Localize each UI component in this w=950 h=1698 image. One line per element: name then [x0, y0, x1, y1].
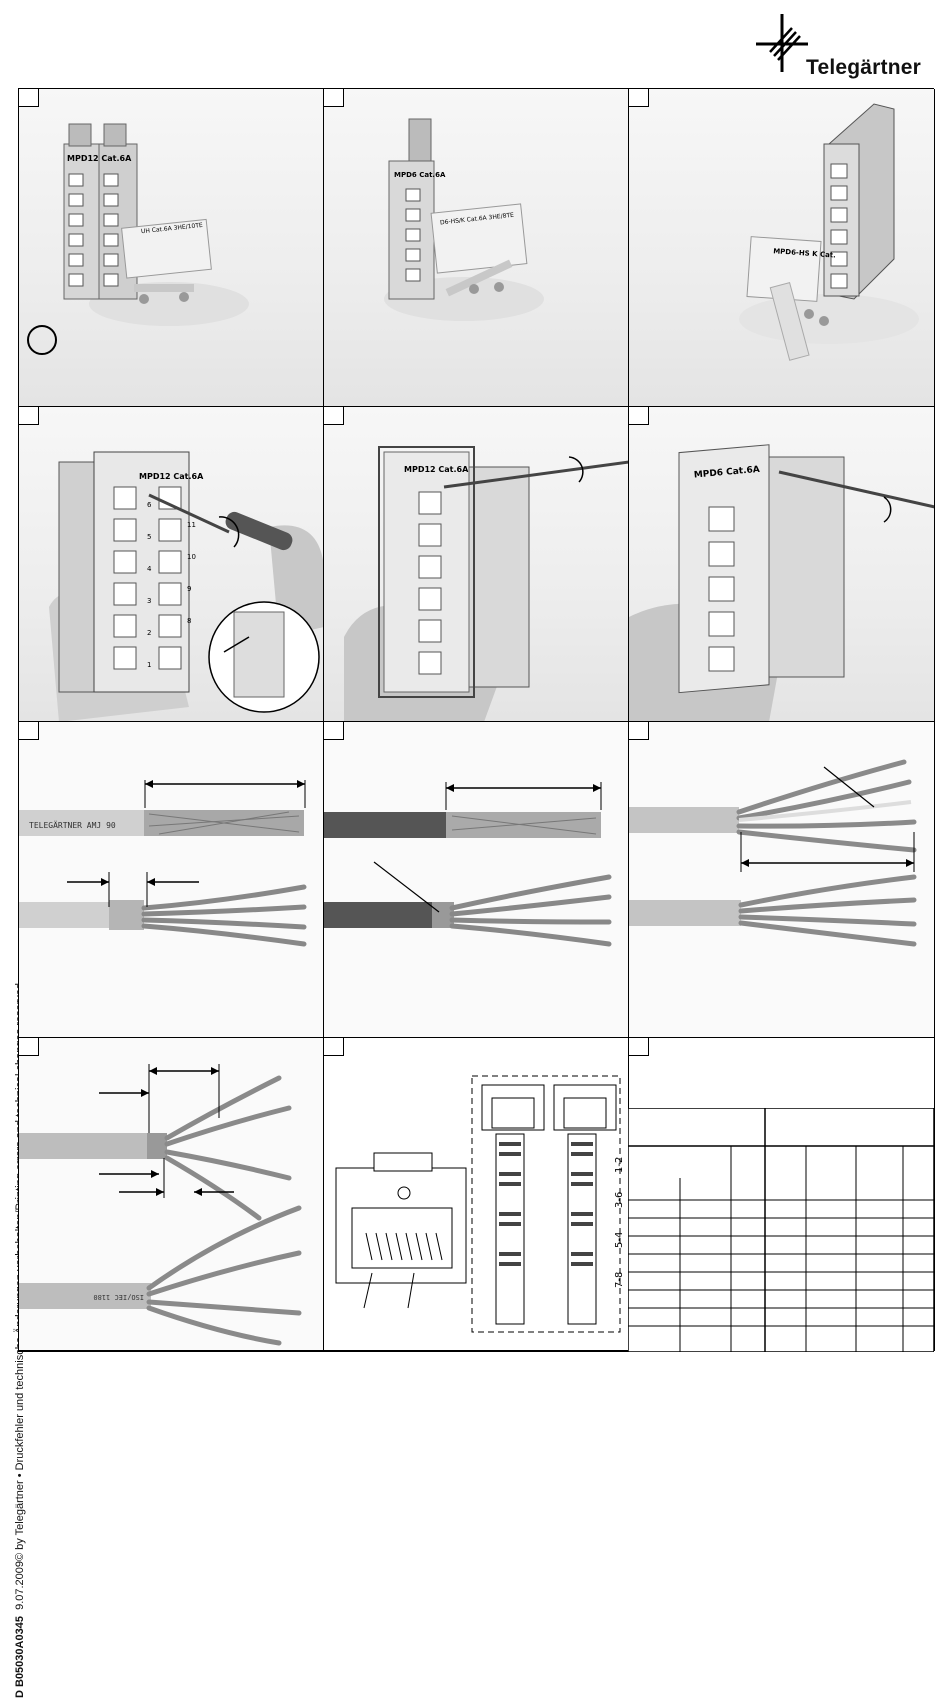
- port-number: 2: [147, 629, 151, 637]
- instruction-grid: MPD12 Cat.6A UH Cat.6A 3HE/10TE MPD6 Cat…: [18, 88, 935, 1352]
- step-11-diagram: 1-2 3-6 5-4 7-8: [335, 1075, 625, 1333]
- step-1-module-label: MPD12 Cat.6A: [67, 154, 132, 163]
- step-1-illustration: MPD12 Cat.6A UH Cat.6A 3HE/10TE: [27, 123, 249, 355]
- step-10-illustration: ISO/IEC 1180: [19, 1064, 302, 1346]
- step-11-panel: 1-2 3-6 5-4 7-8: [324, 1038, 629, 1351]
- port-number: 5: [147, 533, 151, 541]
- port-number: 11: [187, 521, 196, 529]
- step-2-panel: MPD6 Cat.6A D6-HS/K Cat.6A 3HE/8TE: [324, 89, 629, 407]
- wiring-table: [628, 1108, 934, 1352]
- brand-name: Telegärtner: [806, 56, 922, 79]
- step-11-marker: [324, 1038, 344, 1056]
- document-code: D B05030A0345: [14, 1616, 26, 1698]
- pair-label: 5-4: [614, 1232, 625, 1248]
- wiring-table-grid: [628, 1108, 934, 1352]
- step-4-panel: MPD12 Cat.6A 6 5 4 3 2 1 11 10 9 8: [19, 407, 324, 722]
- port-number: 1: [147, 661, 151, 669]
- step-3-panel: MPD6-HS K Cat.: [629, 89, 935, 407]
- port-number: 8: [187, 617, 191, 625]
- step-3-marker: [629, 89, 649, 107]
- step-8-marker: [324, 722, 344, 740]
- step-8-illustration: [324, 782, 612, 947]
- pair-label: 1-2: [614, 1157, 625, 1173]
- step-6-illustration: MPD6 Cat.6A: [629, 444, 934, 721]
- step-2-illustration: MPD6 Cat.6A D6-HS/K Cat.6A 3HE/8TE: [384, 118, 544, 321]
- telegaertner-logo-icon: [756, 14, 808, 72]
- step-10-panel: ISO/IEC 1180: [19, 1038, 324, 1351]
- step-7-illustration: TELEGÄRTNER AMJ 90: [19, 780, 307, 947]
- step-9-marker: [629, 722, 649, 740]
- step-5-panel: MPD12 Cat.6A: [324, 407, 629, 722]
- side-note: D B05030A0345 9.07.2009© by Telegärtner …: [0, 0, 26, 1698]
- pair-label: 3-6: [614, 1192, 625, 1208]
- step-12-marker: [629, 1038, 649, 1056]
- port-number: 6: [147, 501, 152, 509]
- telegaertner-logo: [752, 14, 942, 84]
- pair-label: 7-8: [614, 1272, 625, 1288]
- step-1-panel: MPD12 Cat.6A UH Cat.6A 3HE/10TE: [19, 89, 324, 407]
- step-8-panel: [324, 722, 629, 1038]
- port-number: 3: [147, 597, 151, 605]
- step-9-illustration: [629, 759, 917, 947]
- step-4-illustration: MPD12 Cat.6A 6 5 4 3 2 1 11 10 9 8: [49, 451, 323, 721]
- step-2-module-label: MPD6 Cat.6A: [394, 171, 446, 179]
- port-number: 9: [187, 585, 191, 593]
- step-1-marker: [19, 89, 39, 107]
- step-7-marker: [19, 722, 39, 740]
- step-6-panel: MPD6 Cat.6A: [629, 407, 935, 722]
- step-10-marker: [19, 1038, 39, 1056]
- port-number: 4: [147, 565, 152, 573]
- step-4-marker: [19, 407, 39, 425]
- port-number: 10: [187, 553, 196, 561]
- step-4-module-label: MPD12 Cat.6A: [139, 472, 204, 481]
- step-2-marker: [324, 89, 344, 107]
- cable-print-label-2: ISO/IEC 1180: [93, 1293, 144, 1301]
- step-5-module-label: MPD12 Cat.6A: [404, 465, 469, 474]
- step-7-panel: TELEGÄRTNER AMJ 90: [19, 722, 324, 1038]
- step-5-marker: [324, 407, 344, 425]
- step-3-illustration: MPD6-HS K Cat.: [739, 103, 919, 361]
- step-5-illustration: MPD12 Cat.6A: [344, 446, 628, 721]
- step-9-panel: [629, 722, 935, 1038]
- cable-print-label: TELEGÄRTNER AMJ 90: [29, 820, 116, 830]
- step-6-marker: [629, 407, 649, 425]
